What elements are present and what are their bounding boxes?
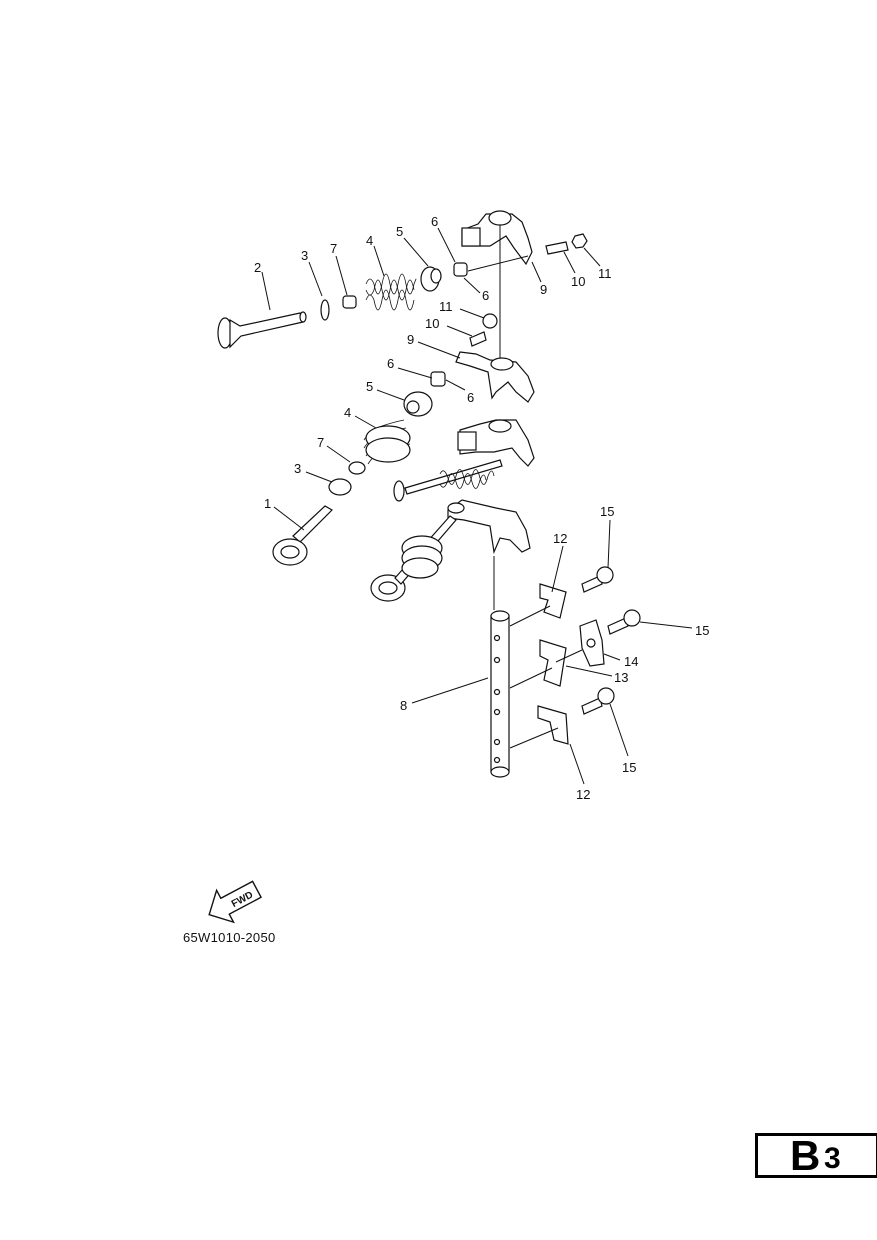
valve-seal-middle <box>348 461 366 475</box>
callout-6: 6 <box>431 214 438 229</box>
callout-11: 11 <box>439 299 453 314</box>
adjusting-screw-middle <box>469 331 487 347</box>
valve-cap-upper <box>453 262 468 277</box>
callout-15: 15 <box>695 623 709 638</box>
callout-5: 5 <box>366 379 373 394</box>
valve-assembly-fourth <box>370 515 457 602</box>
bolt-lower <box>581 687 615 715</box>
page-tag-letter: B <box>790 1132 821 1179</box>
intake-valve <box>272 505 333 566</box>
bolt-middle <box>607 609 641 635</box>
rocker-arm-shaft <box>490 610 510 778</box>
bolt-upper <box>581 566 614 593</box>
page-tag-number: 3 <box>824 1142 841 1175</box>
callout-9: 9 <box>407 332 414 347</box>
exhaust-valve-upper <box>217 311 307 349</box>
callout-9: 9 <box>540 282 547 297</box>
callout-6: 6 <box>467 390 474 405</box>
callout-4: 4 <box>366 233 373 248</box>
callout-11: 11 <box>598 266 612 281</box>
rocker-arm-middle <box>455 351 535 403</box>
spring-retainer-middle <box>403 391 433 417</box>
callout-10: 10 <box>571 274 585 289</box>
rocker-arm-fourth <box>447 499 531 555</box>
callout-7: 7 <box>317 435 324 450</box>
callout-3: 3 <box>294 461 301 476</box>
callout-13: 13 <box>614 670 628 685</box>
spring-seat-washer-upper <box>320 299 330 321</box>
shaft-bracket-lower <box>537 705 569 745</box>
callout-15: 15 <box>600 504 614 519</box>
lock-nut-middle <box>482 313 498 329</box>
shaft-bracket-upper <box>539 583 567 619</box>
valve-spring-middle <box>363 419 411 465</box>
spring-seat-washer-middle <box>328 478 352 496</box>
valve-cap-middle <box>430 371 446 387</box>
adjusting-screw-upper <box>545 241 569 255</box>
fwd-arrow-icon: FWD <box>208 880 263 924</box>
valve-seal-upper <box>342 295 357 309</box>
leader-lines <box>261 227 693 785</box>
callout-1: 1 <box>264 496 271 511</box>
callout-6: 6 <box>482 288 489 303</box>
valve-spring-upper <box>365 273 417 311</box>
callout-3: 3 <box>301 248 308 263</box>
shaft-bracket-middle <box>539 639 567 687</box>
callout-5: 5 <box>396 224 403 239</box>
diagram-reference-code: 65W1010-2050 <box>183 930 276 945</box>
callout-6: 6 <box>387 356 394 371</box>
page-tag: B 3 <box>755 1132 877 1179</box>
spring-retainer-upper <box>420 266 442 292</box>
callout-12: 12 <box>576 787 590 802</box>
valve-assembly-third <box>393 459 503 502</box>
callout-15: 15 <box>622 760 636 775</box>
callout-12: 12 <box>553 531 567 546</box>
callout-2: 2 <box>254 260 261 275</box>
retainer-plate <box>579 619 605 667</box>
callout-8: 8 <box>400 698 407 713</box>
callout-4: 4 <box>344 405 351 420</box>
callout-labels: 2 3 7 4 5 6 6 9 10 11 11 10 9 6 6 5 4 7 … <box>254 214 709 802</box>
callout-10: 10 <box>425 316 439 331</box>
callout-14: 14 <box>624 654 638 669</box>
callout-7: 7 <box>330 241 337 256</box>
rocker-arm-third <box>457 419 535 467</box>
rocker-arm-top <box>461 210 533 266</box>
lock-nut-upper <box>571 233 588 249</box>
